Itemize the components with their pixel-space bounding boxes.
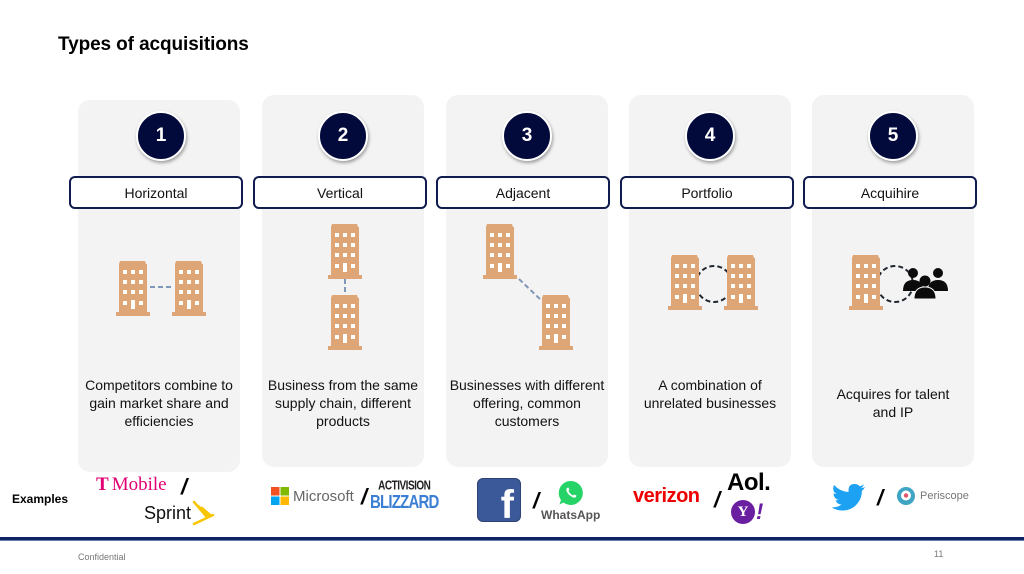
description-vertical: Business from the same supply chain, dif… (267, 377, 419, 429)
microsoft-windows-icon (271, 487, 289, 505)
two-buildings-linked-icon (666, 251, 766, 313)
type-label-horizontal: Horizontal (69, 176, 243, 209)
yahoo-exclaim: ! (756, 499, 764, 524)
whatsapp-logo: WhatsApp (541, 480, 600, 522)
separator-slash: / (714, 487, 721, 512)
yahoo-logo: Y ! (731, 499, 763, 525)
confidential-label: Confidential (78, 552, 126, 562)
tmobile-logo: TT MobileMobile (96, 474, 167, 495)
sprint-swoosh-icon (192, 500, 215, 526)
sprint-logo: Sprint (144, 500, 216, 526)
examples-label: Examples (12, 492, 69, 506)
twitter-bird-icon (831, 484, 865, 511)
separator-slash: / (181, 474, 188, 499)
page-title: Types of acquisitions (58, 34, 249, 55)
two-buildings-stacked-icon (326, 221, 366, 353)
aol-logo: Aol. (727, 469, 771, 496)
facebook-logo: f (477, 478, 521, 522)
periscope-pin-icon (897, 487, 915, 505)
type-label-adjacent: Adjacent (436, 176, 610, 209)
step-number-badge: 1 (136, 111, 186, 161)
twitter-logo (830, 483, 866, 513)
page-number: 11 (934, 549, 944, 559)
people-group-icon (903, 268, 948, 300)
microsoft-logo: Microsoft (271, 487, 354, 505)
footer-divider (0, 537, 1024, 541)
step-number-badge: 4 (685, 111, 735, 161)
separator-slash: / (361, 484, 368, 509)
whatsapp-phone-icon (558, 480, 583, 505)
building-and-people-icon (847, 251, 959, 313)
tmobile-t-icon: T (96, 474, 109, 495)
two-buildings-diagonal-icon (481, 221, 581, 353)
verizon-logo: verizon (633, 485, 700, 507)
description-horizontal: Competitors combine to gain market share… (85, 377, 233, 429)
step-number-badge: 3 (502, 111, 552, 161)
activision-blizzard-logo: ACTIVISION BLIZZARD (370, 479, 439, 513)
yahoo-y-icon: Y (731, 500, 755, 524)
description-portfolio: A combination of unrelated businesses (643, 377, 777, 411)
step-number-badge: 2 (318, 111, 368, 161)
type-label-acquihire: Acquihire (803, 176, 977, 209)
type-label-vertical: Vertical (253, 176, 427, 209)
two-buildings-side-by-side-icon (114, 258, 210, 318)
description-acquihire: Acquires for talent and IP (836, 386, 950, 420)
periscope-logo: Periscope (897, 487, 969, 505)
step-number-badge: 5 (868, 111, 918, 161)
type-label-portfolio: Portfolio (620, 176, 794, 209)
separator-slash: / (533, 488, 540, 513)
separator-slash: / (877, 485, 884, 510)
description-adjacent: Businesses with different offering, comm… (449, 377, 605, 429)
